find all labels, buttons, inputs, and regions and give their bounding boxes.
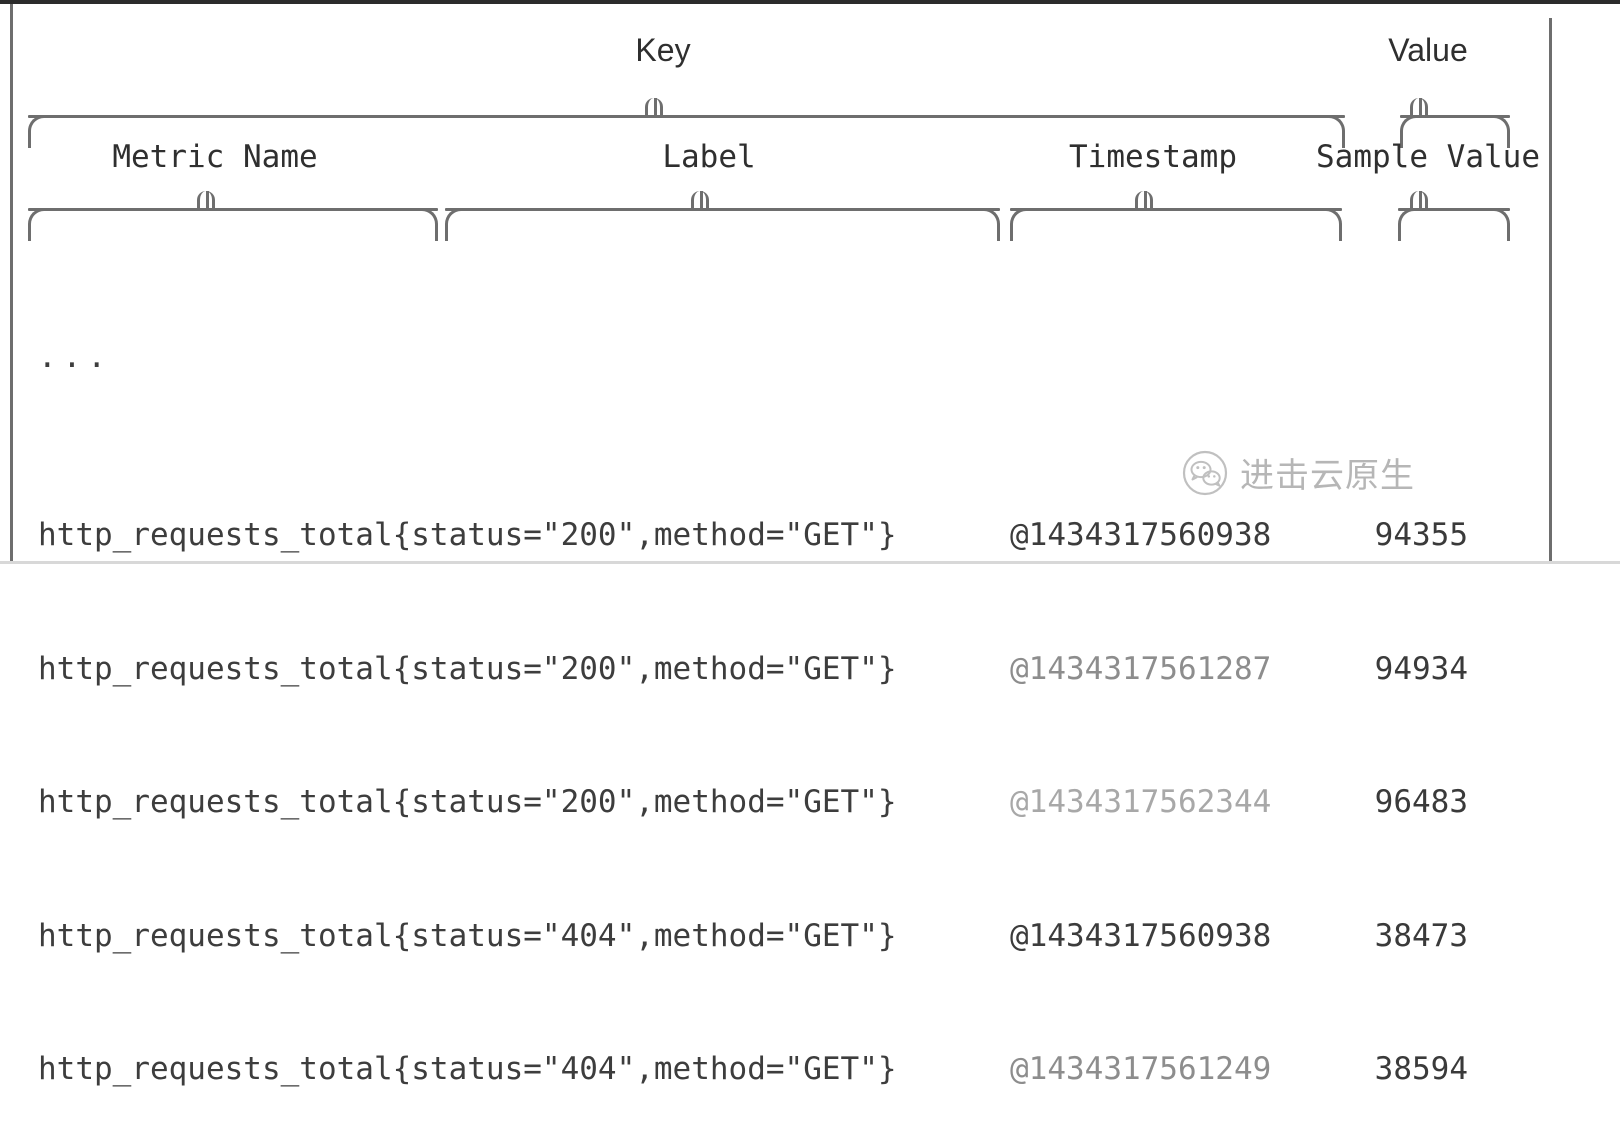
table-row: http_requests_total{status="404",method=… (38, 914, 1468, 959)
caption-metric-name: Metric Name (112, 139, 318, 175)
brace-bar (1010, 208, 1342, 211)
caption-sample-value: Sample Value (1316, 139, 1540, 175)
brace-center-pip (691, 191, 721, 211)
table-row: http_requests_total{status="200",method=… (38, 780, 1468, 825)
sample-data-block: ... http_requests_total{status="200",met… (38, 246, 1468, 1128)
caption-label: Label (662, 139, 756, 175)
wechat-icon (1182, 450, 1228, 496)
row-value: 94355 (1374, 517, 1468, 553)
row-key: http_requests_total{status="200",method=… (38, 650, 897, 687)
brace-cap-right (1491, 115, 1510, 148)
row-key: http_requests_total{status="200",method=… (38, 517, 897, 553)
figure-border-bottom (0, 561, 1620, 564)
caption-timestamp: Timestamp (1069, 139, 1237, 175)
brace-metric-name (28, 191, 438, 242)
brace-label (445, 191, 1000, 242)
brace-cap-right (981, 208, 1000, 241)
row-value: 94934 (1374, 650, 1468, 687)
brace-cap-left (28, 208, 47, 241)
row-timestamp: @1434317561287 (1010, 650, 1272, 687)
watermark: 进击云原生 (1182, 448, 1415, 497)
caption-key: Key (635, 32, 691, 68)
row-timestamp: @1434317562344 (1010, 784, 1272, 820)
brace-key (28, 98, 1345, 149)
brace-value (1400, 98, 1510, 149)
brace-cap-left (28, 115, 47, 148)
figure-canvas: Key Value Metric Name Label Times (0, 0, 1620, 1087)
figure-border-left (10, 4, 13, 564)
brace-cap-right (419, 208, 438, 241)
table-row: http_requests_total{status="404",method=… (38, 1047, 1468, 1092)
brace-bar (1400, 115, 1510, 118)
table-row: http_requests_total{status="200",method=… (38, 647, 1468, 692)
row-timestamp: @1434317560938 (1010, 517, 1272, 553)
ellipsis-text: ... (38, 339, 112, 375)
brace-center-pip (1410, 98, 1440, 118)
figure-border-top (0, 0, 1620, 4)
brace-center-pip (197, 191, 227, 211)
brace-cap-right (1326, 115, 1345, 148)
brace-cap-right (1323, 208, 1342, 241)
row-timestamp: @1434317561249 (1010, 1051, 1272, 1087)
ellipsis-row: ... (38, 335, 150, 380)
brace-bar (1398, 208, 1510, 211)
brace-cap-right (1491, 208, 1510, 241)
table-row: http_requests_total{status="200",method=… (38, 513, 1468, 558)
row-key: http_requests_total{status="404",method=… (38, 1051, 897, 1087)
row-value: 38473 (1374, 917, 1468, 954)
row-key: http_requests_total{status="200",method=… (38, 784, 897, 820)
brace-sample-value (1398, 191, 1510, 242)
brace-cap-left (1010, 208, 1029, 241)
brace-center-pip (1410, 191, 1440, 211)
row-value: 38594 (1374, 1051, 1468, 1087)
row-timestamp: @1434317560938 (1010, 917, 1272, 954)
row-value: 96483 (1374, 784, 1468, 820)
watermark-text: 进击云原生 (1240, 457, 1415, 495)
brace-cap-left (1398, 208, 1417, 241)
brace-center-pip (645, 98, 675, 118)
brace-bar (28, 208, 438, 211)
brace-bar (445, 208, 1000, 211)
brace-timestamp (1010, 191, 1342, 242)
brace-center-pip (1135, 191, 1165, 211)
caption-value: Value (1388, 32, 1468, 68)
brace-bar (28, 115, 1345, 118)
figure-border-right (1549, 18, 1552, 564)
brace-cap-left (445, 208, 464, 241)
row-key: http_requests_total{status="404",method=… (38, 917, 897, 954)
